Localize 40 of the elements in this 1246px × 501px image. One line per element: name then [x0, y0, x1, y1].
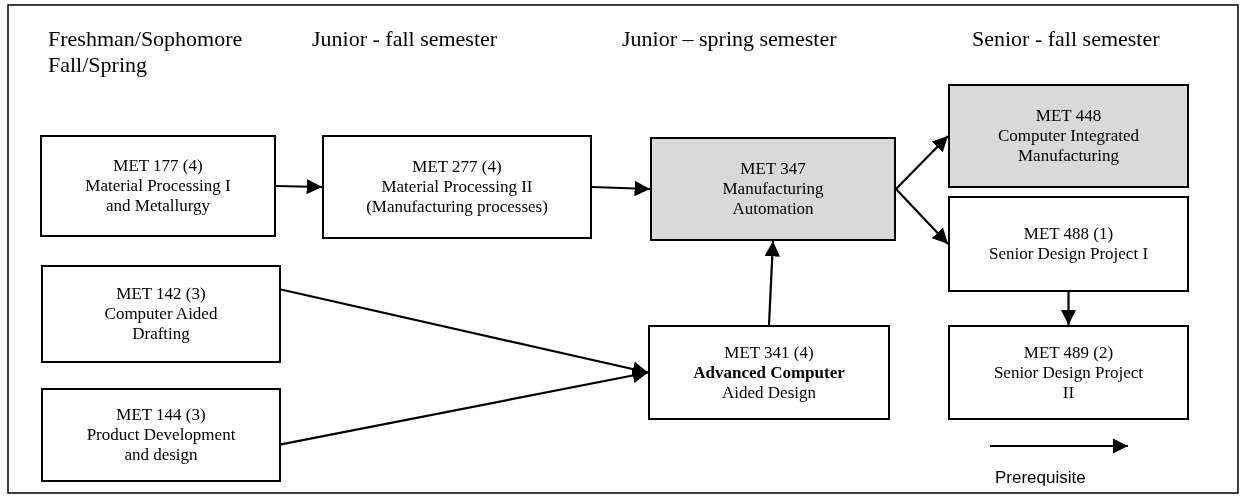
course-title: Material Processing II (Manufacturing processes) — [365, 177, 549, 217]
course-title: Senior Design Project I — [988, 244, 1149, 264]
arrow — [895, 135, 949, 190]
course-box — [41, 388, 281, 482]
course-code: MET 488 (1) — [1023, 224, 1114, 244]
column-heading: Freshman/Sophomore Fall/Spring — [48, 26, 244, 78]
column-heading: Senior - fall semester — [972, 26, 1160, 52]
course-box — [948, 325, 1189, 420]
course-title: Senior Design Project II — [992, 362, 1145, 403]
course-box — [650, 137, 896, 241]
course-code: MET 489 (2) — [1023, 342, 1114, 363]
course-code: MET 177 (4) — [113, 156, 203, 176]
course-title: Computer Integrated Manufacturing — [996, 126, 1141, 166]
legend-label: Prerequisite — [995, 468, 1086, 488]
course-title: Computer Aided Drafting — [103, 304, 219, 344]
arrow — [275, 178, 323, 195]
arrow — [591, 180, 651, 197]
course-code: MET 277 (4) — [412, 157, 502, 177]
arrow — [1060, 292, 1077, 325]
column-heading: Junior - fall semester — [312, 26, 498, 52]
course-code: MET 341 (4) — [724, 342, 814, 363]
course-box — [41, 265, 281, 363]
course-box — [948, 196, 1189, 292]
course-code: MET 142 (3) — [116, 284, 206, 304]
arrow — [895, 188, 949, 245]
course-title: Advanced Computer Aided Design — [692, 362, 846, 403]
arrow — [280, 367, 649, 446]
course-title: Manufacturing Automation — [721, 179, 825, 219]
course-box — [648, 325, 890, 420]
course-box — [40, 135, 276, 237]
course-code: MET 347 — [740, 159, 806, 179]
arrow — [280, 288, 649, 377]
course-title: Material Processing I and Metallurgy — [84, 176, 232, 216]
course-box — [322, 135, 592, 239]
course-box — [948, 84, 1189, 188]
arrow — [764, 240, 780, 326]
column-heading: Junior – spring semester — [622, 26, 837, 52]
course-code: MET 144 (3) — [116, 405, 206, 425]
course-title: Product Development and design — [85, 425, 237, 465]
course-code: MET 448 — [1035, 106, 1102, 126]
